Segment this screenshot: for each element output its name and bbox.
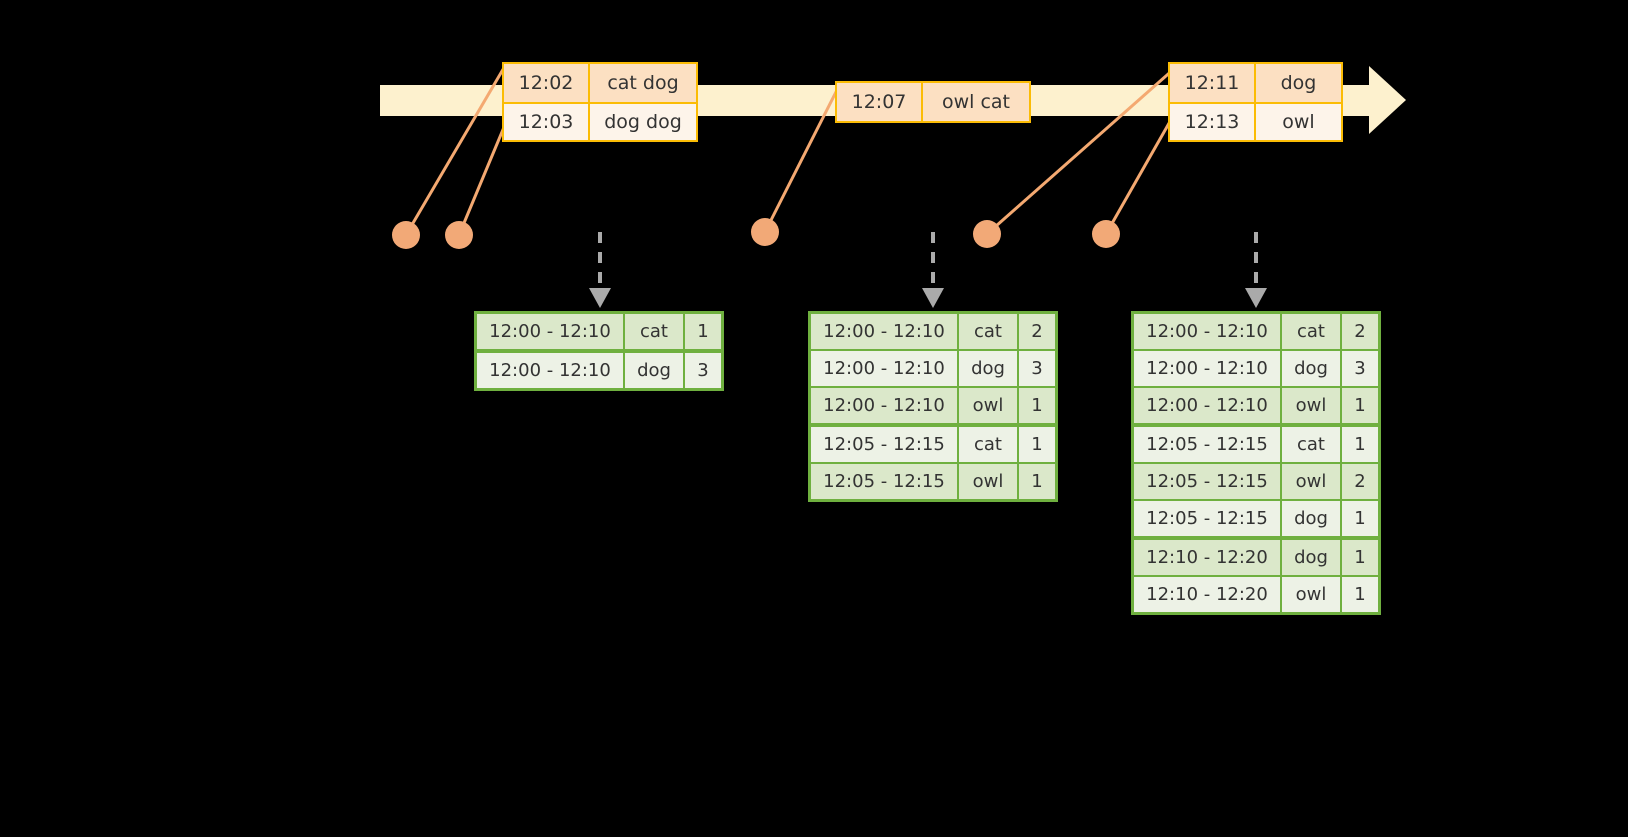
window-cell: 12:00 - 12:10	[477, 314, 623, 349]
key-cell: dog	[959, 351, 1017, 386]
count-cell: 1	[1342, 577, 1378, 612]
window-cell: 12:00 - 12:10	[1134, 351, 1280, 386]
count-cell: 2	[1342, 314, 1378, 349]
event-time: 12:03	[504, 104, 590, 140]
window-cell: 12:00 - 12:10	[811, 314, 957, 349]
event-value: owl cat	[923, 83, 1029, 121]
window-cell: 12:05 - 12:15	[1134, 427, 1280, 462]
key-cell: owl	[959, 388, 1017, 423]
event-time: 12:11	[1170, 64, 1256, 102]
count-cell: 3	[1019, 351, 1055, 386]
count-cell: 1	[1342, 388, 1378, 423]
down-arrow-2	[922, 232, 944, 308]
event-time: 12:02	[504, 64, 590, 102]
key-cell: owl	[1282, 577, 1340, 612]
key-cell: dog	[625, 353, 683, 388]
window-cell: 12:00 - 12:10	[477, 353, 623, 388]
event-dot-1211	[973, 220, 1001, 248]
key-cell: owl	[959, 464, 1017, 499]
event-time: 12:07	[837, 83, 923, 121]
event-dot-1213	[1092, 220, 1120, 248]
down-arrow-3	[1245, 232, 1267, 308]
event-value: dog	[1256, 64, 1341, 102]
event-value: cat dog	[590, 64, 696, 102]
connector-line-1203	[457, 119, 509, 236]
down-arrow-1	[589, 232, 611, 308]
window-cell: 12:10 - 12:20	[1134, 540, 1280, 575]
count-cell: 2	[1342, 464, 1378, 499]
count-cell: 1	[1342, 427, 1378, 462]
key-cell: cat	[1282, 314, 1340, 349]
key-cell: dog	[1282, 540, 1340, 575]
event-value: owl	[1256, 104, 1341, 140]
window-cell: 12:05 - 12:15	[1134, 501, 1280, 536]
count-cell: 2	[1019, 314, 1055, 349]
window-cell: 12:00 - 12:10	[1134, 388, 1280, 423]
event-dot-1207	[751, 218, 779, 246]
window-cell: 12:00 - 12:10	[1134, 314, 1280, 349]
window-cell: 12:00 - 12:10	[811, 388, 957, 423]
window-cell: 12:05 - 12:15	[811, 427, 957, 462]
key-cell: cat	[625, 314, 683, 349]
count-cell: 1	[1342, 501, 1378, 536]
count-cell: 1	[1019, 388, 1055, 423]
count-cell: 1	[685, 314, 721, 349]
key-cell: owl	[1282, 464, 1340, 499]
count-cell: 1	[1019, 427, 1055, 462]
key-cell: cat	[1282, 427, 1340, 462]
event-dot-1202	[392, 221, 420, 249]
key-cell: dog	[1282, 501, 1340, 536]
window-cell: 12:05 - 12:15	[1134, 464, 1280, 499]
key-cell: owl	[1282, 388, 1340, 423]
window-cell: 12:05 - 12:15	[811, 464, 957, 499]
timeline-arrow-head-icon	[1369, 66, 1406, 134]
count-cell: 1	[1342, 540, 1378, 575]
event-dot-1203	[445, 221, 473, 249]
key-cell: dog	[1282, 351, 1340, 386]
key-cell: cat	[959, 314, 1017, 349]
count-cell: 3	[1342, 351, 1378, 386]
window-cell: 12:10 - 12:20	[1134, 577, 1280, 612]
count-cell: 3	[685, 353, 721, 388]
event-value: dog dog	[590, 104, 696, 140]
count-cell: 1	[1019, 464, 1055, 499]
key-cell: cat	[959, 427, 1017, 462]
connector-line-1213	[1104, 117, 1174, 235]
event-time: 12:13	[1170, 104, 1256, 140]
window-cell: 12:00 - 12:10	[811, 351, 957, 386]
